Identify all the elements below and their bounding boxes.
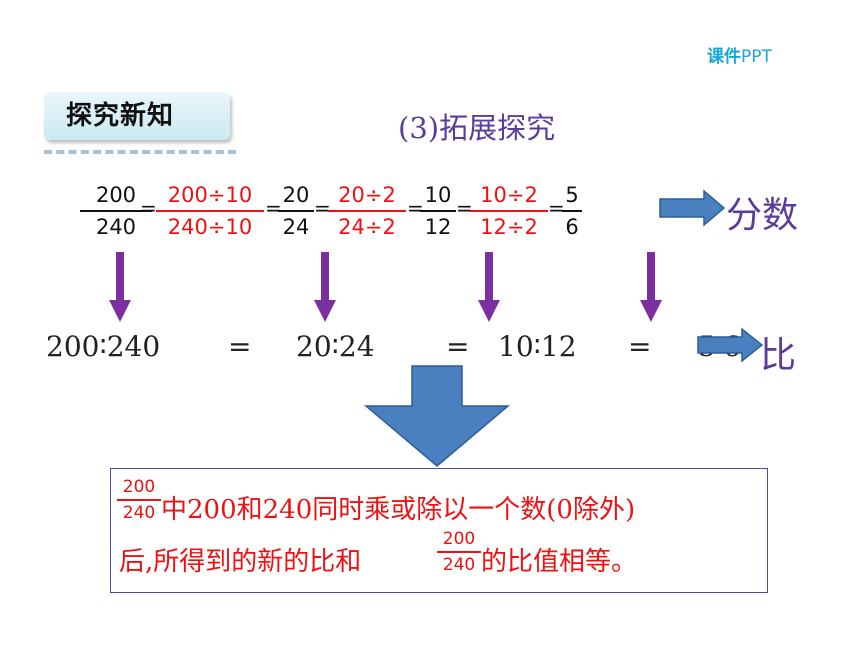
ratio-equals: = bbox=[228, 330, 252, 363]
right-arrow-icon bbox=[659, 189, 726, 227]
ratio-equals: = bbox=[628, 330, 652, 363]
divider bbox=[44, 150, 236, 154]
down-arrows bbox=[109, 252, 662, 322]
ratio-equals: = bbox=[446, 330, 470, 363]
brand-bold: 课件 bbox=[707, 47, 741, 67]
equals-sign: = bbox=[548, 196, 565, 220]
ratio-10-12: 10∶12 bbox=[498, 330, 577, 363]
equals-sign: = bbox=[456, 196, 473, 220]
ratio-20-24: 20∶24 bbox=[296, 330, 375, 363]
right-arrow-icon bbox=[697, 327, 764, 363]
down-arrow-icon bbox=[314, 252, 336, 322]
equals-sign: = bbox=[407, 196, 424, 220]
big-down-arrow-icon bbox=[363, 365, 511, 467]
subtitle: (3)拓展探究 bbox=[398, 111, 556, 145]
ratio-200-240: 200∶240 bbox=[46, 330, 161, 363]
equals-sign: = bbox=[265, 196, 282, 220]
label-fraction: 分数 bbox=[726, 195, 799, 236]
brand-rest: PPT bbox=[741, 47, 772, 67]
brand-logo: 课件PPT bbox=[707, 42, 772, 67]
down-arrow-icon bbox=[640, 252, 662, 322]
equals-sign: = bbox=[140, 196, 157, 220]
summary-line-1: 中200和240同时乘或除以一个数(0除外) bbox=[161, 495, 636, 525]
summary-line-2a: 后,所得到的新的比和 bbox=[119, 547, 362, 577]
down-arrow-icon bbox=[478, 252, 500, 322]
label-ratio: 比 bbox=[760, 335, 797, 376]
section-tag: 探究新知 bbox=[44, 92, 230, 140]
equals-sign: = bbox=[314, 196, 331, 220]
down-arrow-icon bbox=[109, 252, 131, 322]
summary-line-2b: 的比值相等。 bbox=[481, 547, 638, 577]
